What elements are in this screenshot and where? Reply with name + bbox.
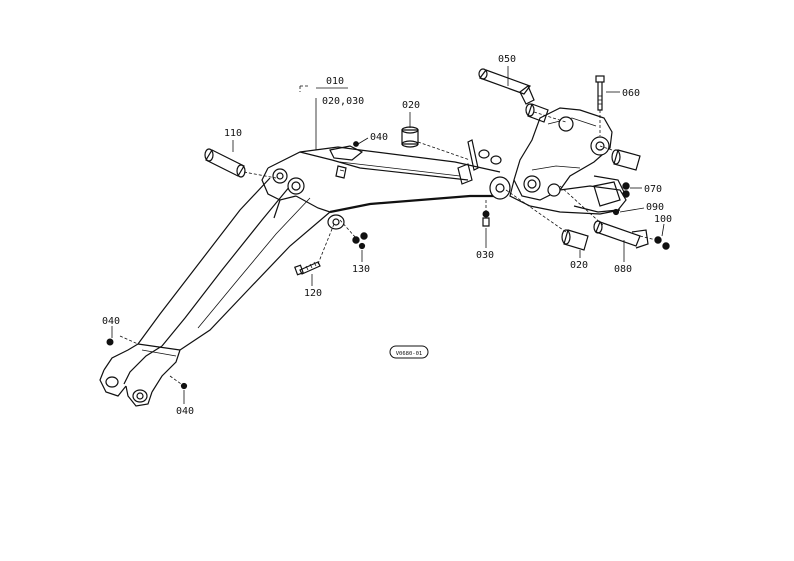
callout-020-030: 020,030 <box>322 96 364 107</box>
assembly-lines <box>119 85 657 387</box>
boom-arm <box>99 146 501 407</box>
callout-090: 090 <box>646 202 664 213</box>
callout-020-top: 020 <box>402 100 420 111</box>
nuts-070 <box>622 182 630 198</box>
leader-lines <box>111 66 665 404</box>
bushing-020-top <box>401 126 419 148</box>
swing-bracket <box>509 107 627 215</box>
callout-labels: 010 020,030 020 040 110 050 060 070 090 … <box>102 54 672 417</box>
callout-080: 080 <box>614 264 632 275</box>
nuts-130 <box>352 232 368 250</box>
bushing-right <box>611 149 641 171</box>
bolt-120 <box>294 261 321 276</box>
pin-080 <box>593 220 649 249</box>
callout-040-bottom: 040 <box>176 406 194 417</box>
callout-030: 030 <box>476 250 494 261</box>
fittings-040 <box>106 141 359 390</box>
callout-110: 110 <box>224 128 242 139</box>
boom-head-lug <box>457 139 479 185</box>
bushings-near-lug <box>478 149 502 165</box>
bushing-020-bottom <box>561 229 589 251</box>
bushing-near-050 <box>525 103 549 123</box>
callout-060: 060 <box>622 88 640 99</box>
bolt-060 <box>595 75 605 111</box>
callout-070: 070 <box>644 184 662 195</box>
callout-010: 010 <box>326 76 344 87</box>
nuts-100 <box>654 236 670 250</box>
callout-130: 130 <box>352 264 370 275</box>
boom-pivot-bosses <box>105 168 511 403</box>
callout-020-bottom: 020 <box>570 260 588 271</box>
callout-040-left: 040 <box>102 316 120 327</box>
top-bracket <box>329 145 364 179</box>
stamp-code: V0680-01 <box>396 351 423 357</box>
callout-040-top: 040 <box>370 132 388 143</box>
callout-120: 120 <box>304 288 322 299</box>
pin-050 <box>478 68 535 105</box>
pin-110 <box>204 148 246 178</box>
washer-090 <box>612 208 620 216</box>
fitting-030 <box>482 210 490 227</box>
drawing-stamp: V0680-01 <box>389 345 429 359</box>
callout-100: 100 <box>654 214 672 225</box>
callout-050: 050 <box>498 54 516 65</box>
